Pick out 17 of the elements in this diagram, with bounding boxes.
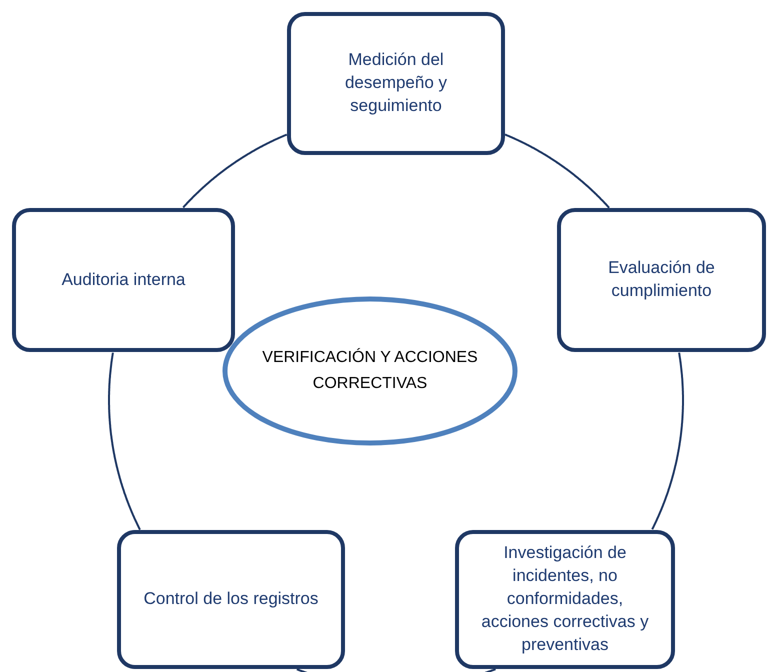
node-text: Control de los registros bbox=[144, 588, 318, 610]
connector-arc bbox=[182, 134, 288, 208]
node-text: VERIFICACIÓN Y ACCIONES CORRECTIVAS bbox=[262, 347, 478, 394]
process-box bbox=[287, 12, 505, 155]
node-text: Auditoria interna bbox=[62, 268, 186, 291]
node-text: Medición del desempeño y seguimiento bbox=[344, 49, 448, 117]
node-text: Investigación de incidentes, no conformidades, acciones correctivas y preventivas bbox=[480, 542, 650, 656]
process-box bbox=[117, 530, 345, 669]
connector-arc bbox=[108, 352, 141, 530]
node-text: Evaluación de cumplimiento bbox=[607, 257, 716, 302]
connector-arc bbox=[504, 134, 610, 208]
process-box bbox=[455, 530, 675, 669]
connector-arc bbox=[296, 668, 496, 672]
process-box bbox=[12, 208, 235, 352]
process-box bbox=[557, 208, 766, 352]
center-ellipse bbox=[222, 296, 518, 446]
connector-arc bbox=[651, 352, 684, 530]
